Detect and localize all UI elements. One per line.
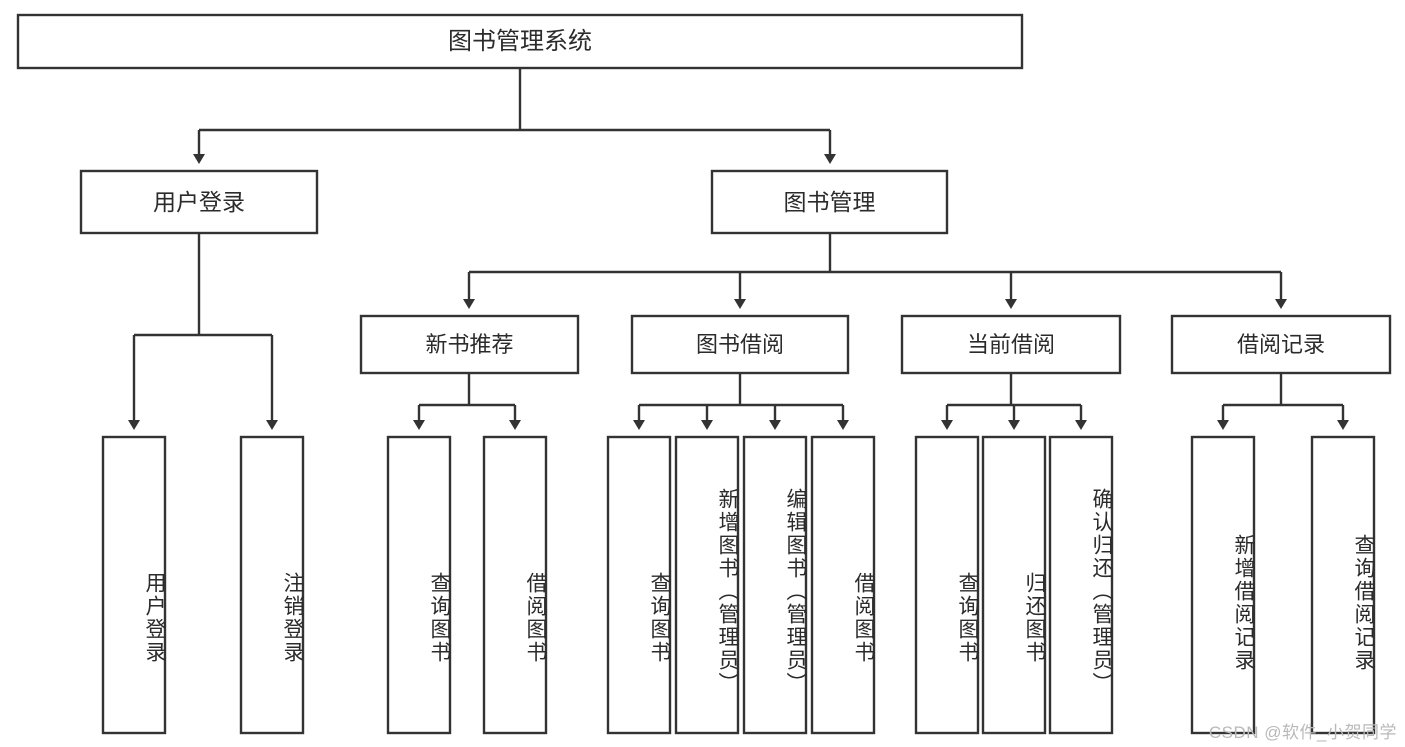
node-box-leaf-edit-book[interactable] [742,435,808,735]
node-box-leaf-add-book[interactable] [674,435,740,735]
node-box-new-book-recommend[interactable] [359,314,580,375]
node-box-book-manage[interactable] [710,169,949,235]
node-box-leaf-query-book-2[interactable] [606,435,672,735]
node-box-leaf-borrow-book-1[interactable] [482,435,548,735]
node-box-leaf-user-logout[interactable] [239,435,305,735]
node-box-leaf-borrow-book-2[interactable] [810,435,876,735]
csdn-watermark: CSDN @软件_小贺同学 [1208,723,1397,742]
node-box-leaf-query-record[interactable] [1310,435,1376,735]
node-box-leaf-add-record[interactable] [1190,435,1256,735]
node-box-leaf-query-book-3[interactable] [914,435,980,735]
node-box-user-login[interactable] [79,169,319,235]
node-box-leaf-return-book[interactable] [981,435,1047,735]
node-box-leaf-user-login[interactable] [101,435,167,735]
node-box-leaf-query-book-1[interactable] [386,435,452,735]
node-box-current-borrow[interactable] [900,314,1122,375]
node-box-borrow-record[interactable] [1170,314,1392,375]
node-box-root[interactable] [16,13,1024,70]
node-box-book-borrow[interactable] [630,314,850,375]
node-box-leaf-confirm-return[interactable] [1048,435,1114,735]
